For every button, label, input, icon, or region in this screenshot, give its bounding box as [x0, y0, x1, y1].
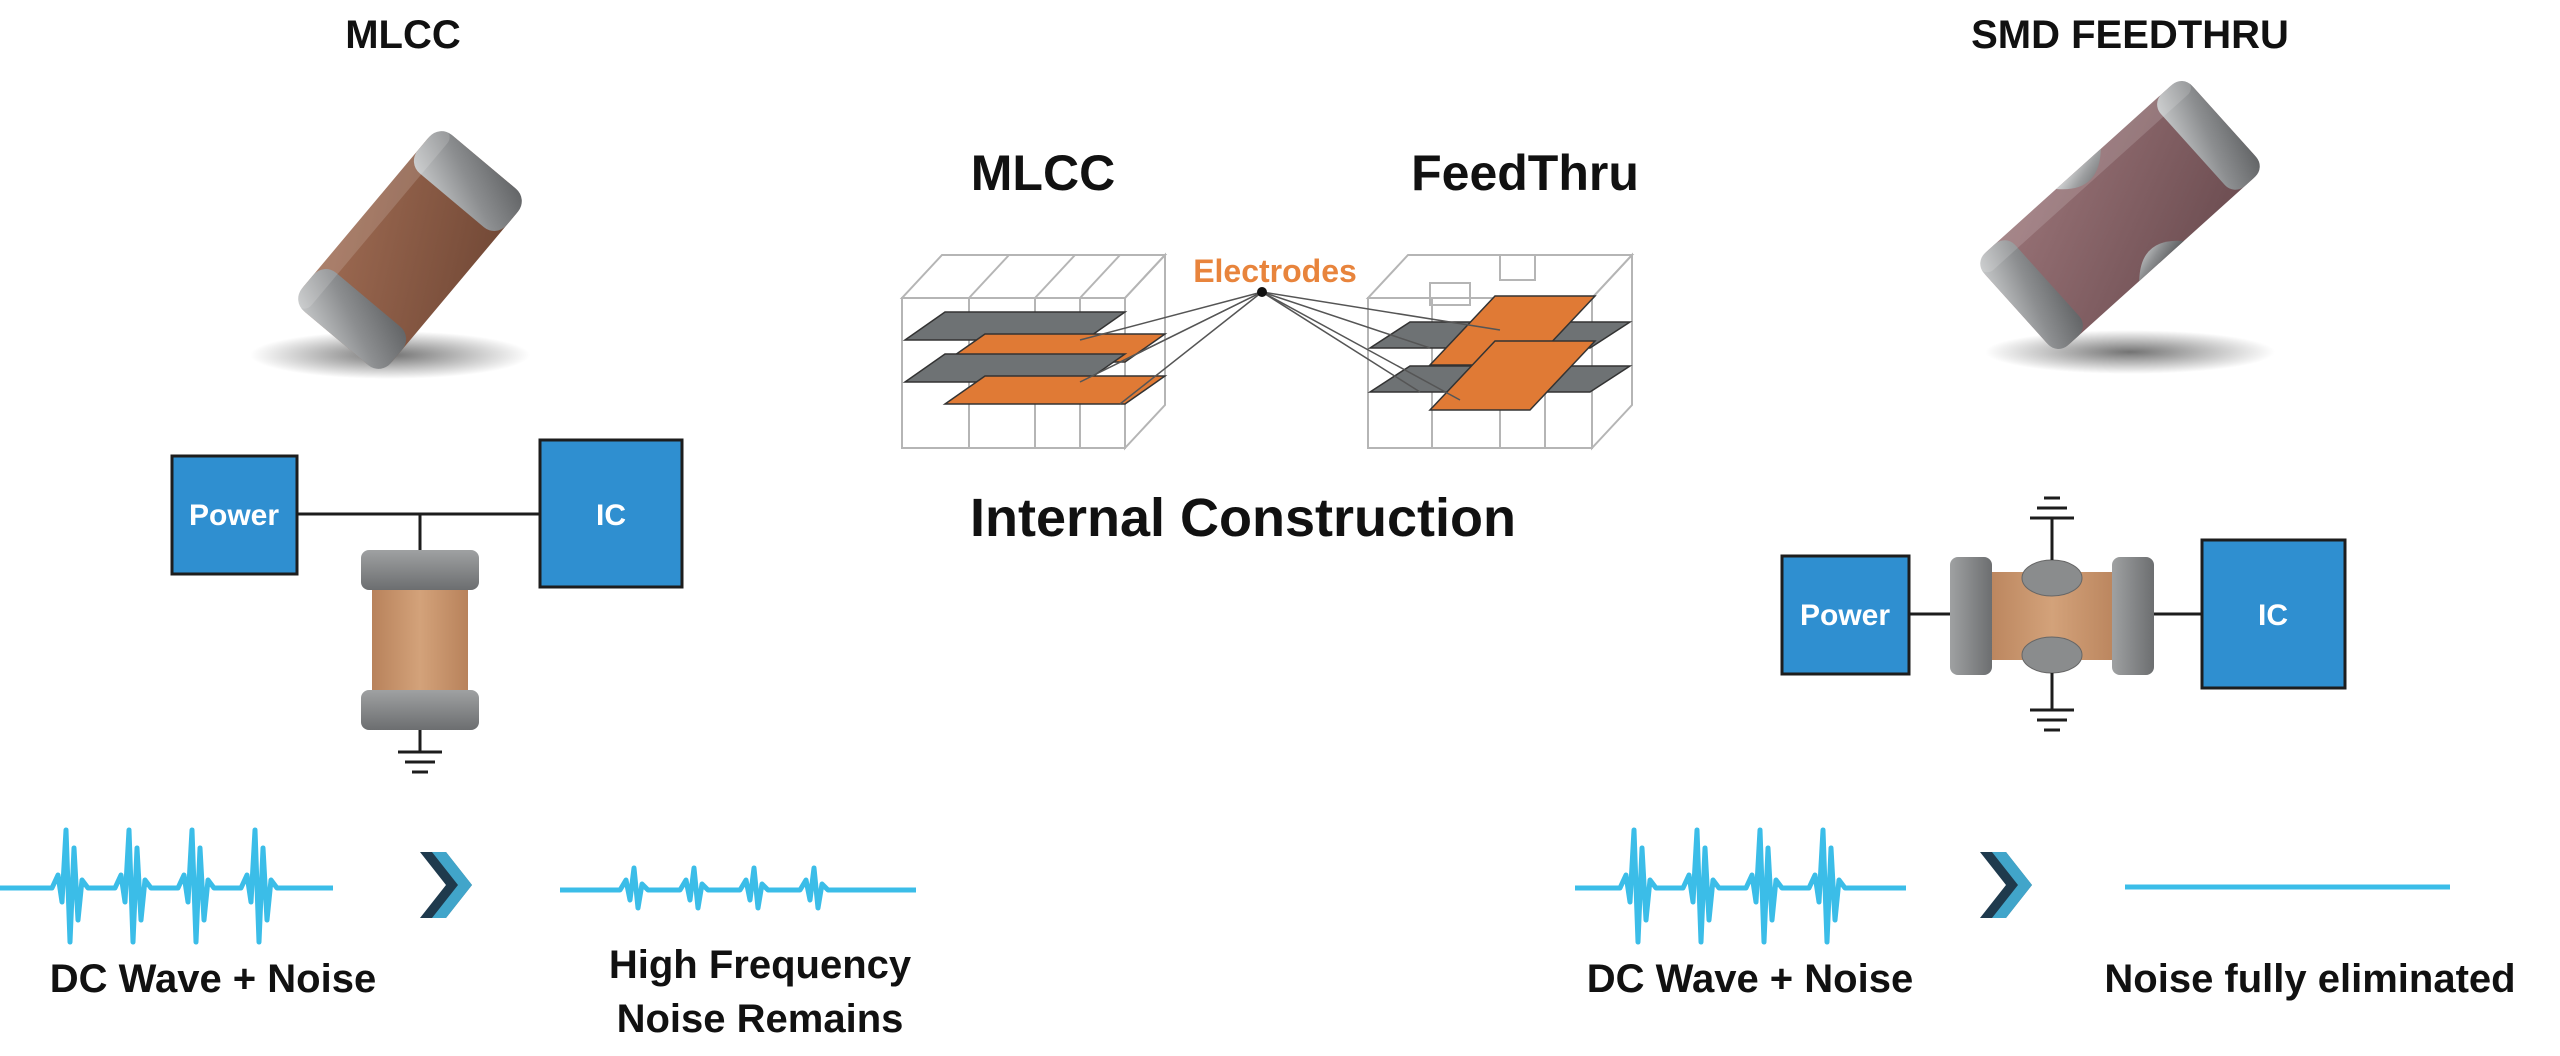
power-block: [170, 454, 299, 576]
feedthru-power-block: [1780, 554, 1911, 676]
mlcc-input-wave: [0, 827, 333, 945]
ground-icon: [2030, 708, 2074, 732]
feedthru-input-label: DC Wave + Noise: [1587, 957, 1913, 1001]
electrode-pointer-dot: [1257, 287, 1267, 297]
mlcc-circuit: Power IC: [170, 438, 684, 774]
mlcc-chip-image: [250, 128, 530, 379]
feedthru-power-label: Power: [1800, 599, 1890, 632]
mlcc-capacitor: [361, 550, 479, 730]
ground-icon: [2030, 496, 2074, 520]
feedthru-electrode-plates: [1367, 295, 1633, 411]
power-label: Power: [189, 499, 279, 532]
mlcc-output-wave: [560, 865, 916, 911]
feedthru-capacitor: [1950, 557, 2154, 675]
mlcc-output-label-line2: Noise Remains: [617, 997, 904, 1041]
ground-icon: [398, 750, 442, 774]
chevron-right-icon: [1980, 852, 2032, 918]
feedthru-input-wave: [1575, 827, 1906, 945]
feedthru-ic-label: IC: [2258, 599, 2288, 632]
electrode-leader-lines: [1079, 291, 1501, 405]
mlcc-electrode-plates: [902, 311, 1168, 405]
center-feedthru-label: FeedThru: [1411, 145, 1639, 201]
feedthru-ic-block: [2200, 538, 2347, 690]
feedthru-output-label: Noise fully eliminated: [2104, 957, 2515, 1001]
chevron-right-icon: [420, 852, 472, 918]
internal-construction-section: MLCC FeedThru Electrodes: [899, 145, 1639, 548]
mlcc-title: MLCC: [345, 13, 461, 57]
feedthru-section: SMD FEEDTHRU Power IC: [1575, 13, 2516, 1001]
mlcc-input-label: DC Wave + Noise: [50, 957, 376, 1001]
mlcc-section: MLCC Power IC: [0, 13, 916, 1041]
feedthru-circuit: Power IC: [1780, 496, 2347, 732]
ic-block: [538, 438, 684, 589]
internal-construction-caption: Internal Construction: [970, 488, 1516, 548]
feedthru-title: SMD FEEDTHRU: [1971, 13, 2289, 57]
electrodes-label: Electrodes: [1193, 253, 1357, 289]
mlcc-output-label-line1: High Frequency: [609, 943, 912, 987]
center-mlcc-label: MLCC: [971, 145, 1115, 201]
ic-label: IC: [596, 499, 626, 532]
feedthru-chip-image: [1978, 78, 2275, 374]
